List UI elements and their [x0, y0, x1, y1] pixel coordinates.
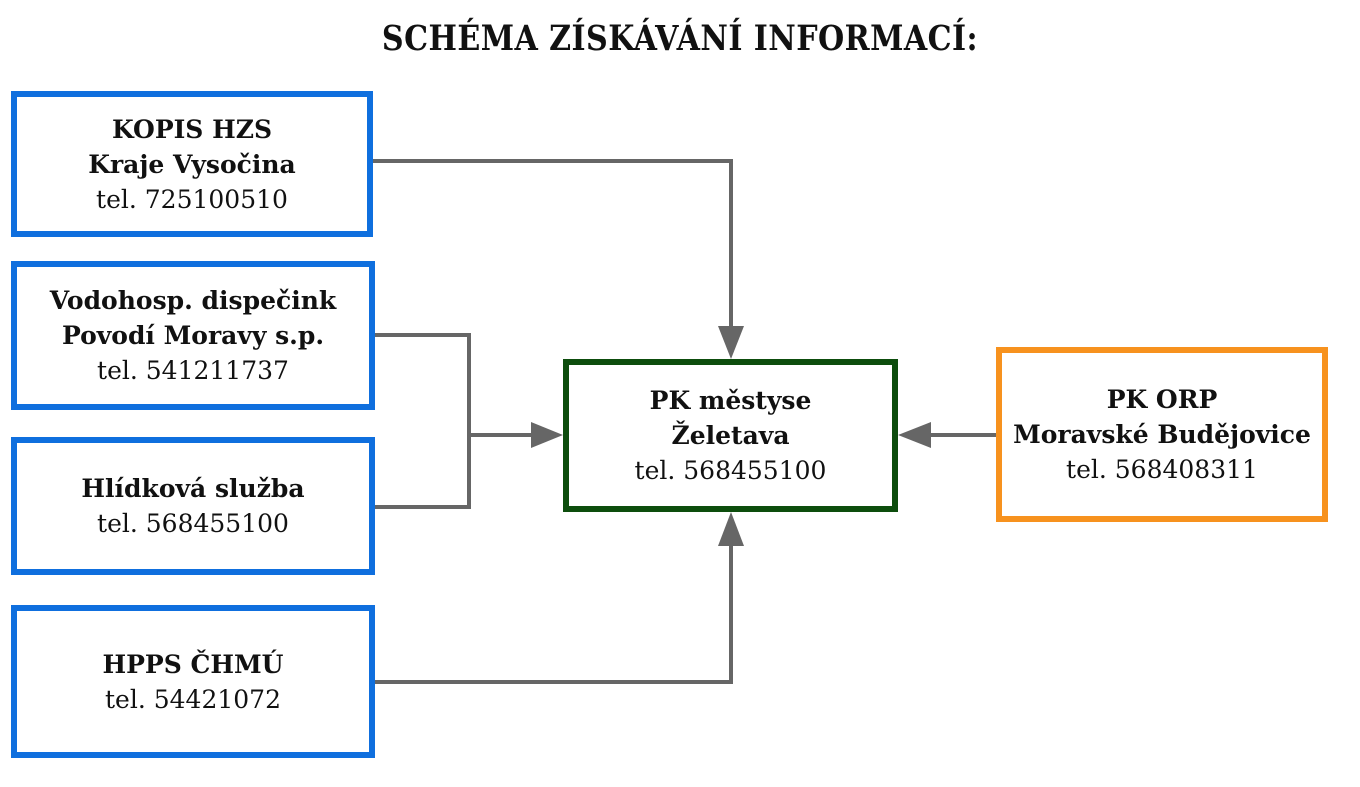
node-vodohosp-dispecink: Vodohosp. dispečink Povodí Moravy s.p. t…: [11, 261, 375, 410]
node-orp-line1: PK ORP: [1106, 385, 1218, 414]
node-pk-mestyse-zeletava: PK městyse Želetava tel. 568455100: [563, 359, 898, 512]
node-kopis-hzs: KOPIS HZS Kraje Vysočina tel. 725100510: [11, 91, 373, 237]
node-hpps-chmu: HPPS ČHMÚ tel. 54421072: [11, 605, 375, 758]
edge-vodo-pk: [375, 333, 471, 509]
diagram-title: SCHÉMA ZÍSKÁVÁNÍ INFORMACÍ:: [381, 18, 979, 59]
node-orp-phone: tel. 568408311: [1066, 455, 1258, 484]
node-pk-orp: PK ORP Moravské Budějovice tel. 56840831…: [996, 347, 1328, 522]
node-hpps-phone: tel. 54421072: [105, 684, 281, 714]
node-kopis-line2: Kraje Vysočina: [88, 149, 296, 179]
node-pk-line2: Želetava: [671, 421, 790, 450]
node-hlid-phone: tel. 568455100: [97, 509, 289, 538]
node-orp-line2: Moravské Budějovice: [1013, 420, 1311, 449]
node-hlid-line1: Hlídková služba: [81, 474, 305, 503]
node-vodo-line2: Povodí Moravy s.p.: [61, 321, 325, 350]
node-pk-line1: PK městyse: [649, 386, 812, 415]
node-kopis-phone: tel. 725100510: [96, 184, 288, 214]
node-kopis-line1: KOPIS HZS: [111, 114, 272, 144]
node-pk-phone: tel. 568455100: [634, 456, 827, 485]
node-vodo-phone: tel. 541211737: [97, 356, 289, 385]
edge-kopis-pk: [373, 159, 733, 328]
arrow-head-hpps: [718, 512, 744, 546]
edge-hpps-pk: [375, 544, 733, 684]
node-vodo-line1: Vodohosp. dispečink: [49, 286, 337, 315]
arrow-head-left-group: [531, 422, 563, 448]
node-hpps-line1: HPPS ČHMÚ: [102, 649, 284, 679]
arrow-head-orp: [898, 422, 931, 448]
arrow-head-kopis: [718, 326, 744, 359]
node-hlidkova-sluzba: Hlídková služba tel. 568455100: [11, 437, 375, 575]
